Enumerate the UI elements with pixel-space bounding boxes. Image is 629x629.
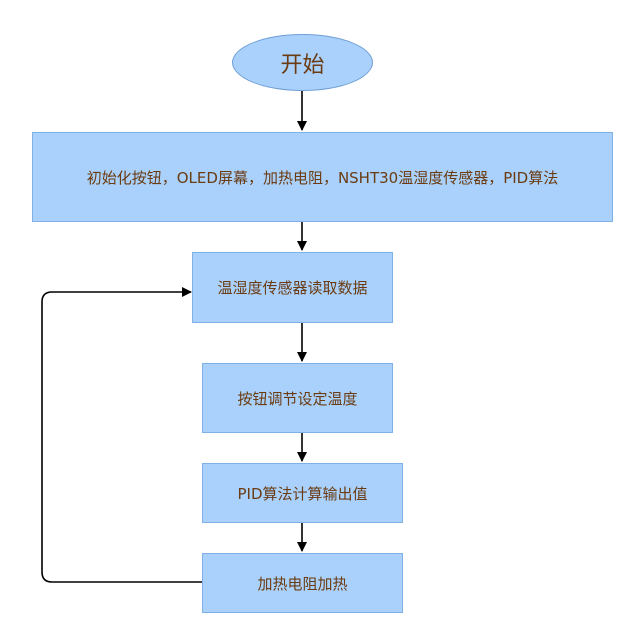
set-temp-node: 按钮调节设定温度 <box>202 363 393 433</box>
pid-node-label: PID算法计算输出值 <box>237 484 368 503</box>
read-sensor-node: 温湿度传感器读取数据 <box>192 252 393 323</box>
start-node: 开始 <box>232 34 373 91</box>
pid-node: PID算法计算输出值 <box>202 463 403 523</box>
start-node-label: 开始 <box>280 52 325 78</box>
read-sensor-node-label: 温湿度传感器读取数据 <box>217 279 368 297</box>
set-temp-node-label: 按钮调节设定温度 <box>237 389 358 408</box>
heat-node: 加热电阻加热 <box>202 553 403 613</box>
heat-node-label: 加热电阻加热 <box>257 574 348 593</box>
init-node: 初始化按钮，OLED屏幕，加热电阻，NSHT30温湿度传感器，PID算法 <box>32 132 613 222</box>
init-node-label: 初始化按钮，OLED屏幕，加热电阻，NSHT30温湿度传感器，PID算法 <box>86 168 559 187</box>
loop-arrow-heat-to-read-sensor <box>41 287 203 583</box>
